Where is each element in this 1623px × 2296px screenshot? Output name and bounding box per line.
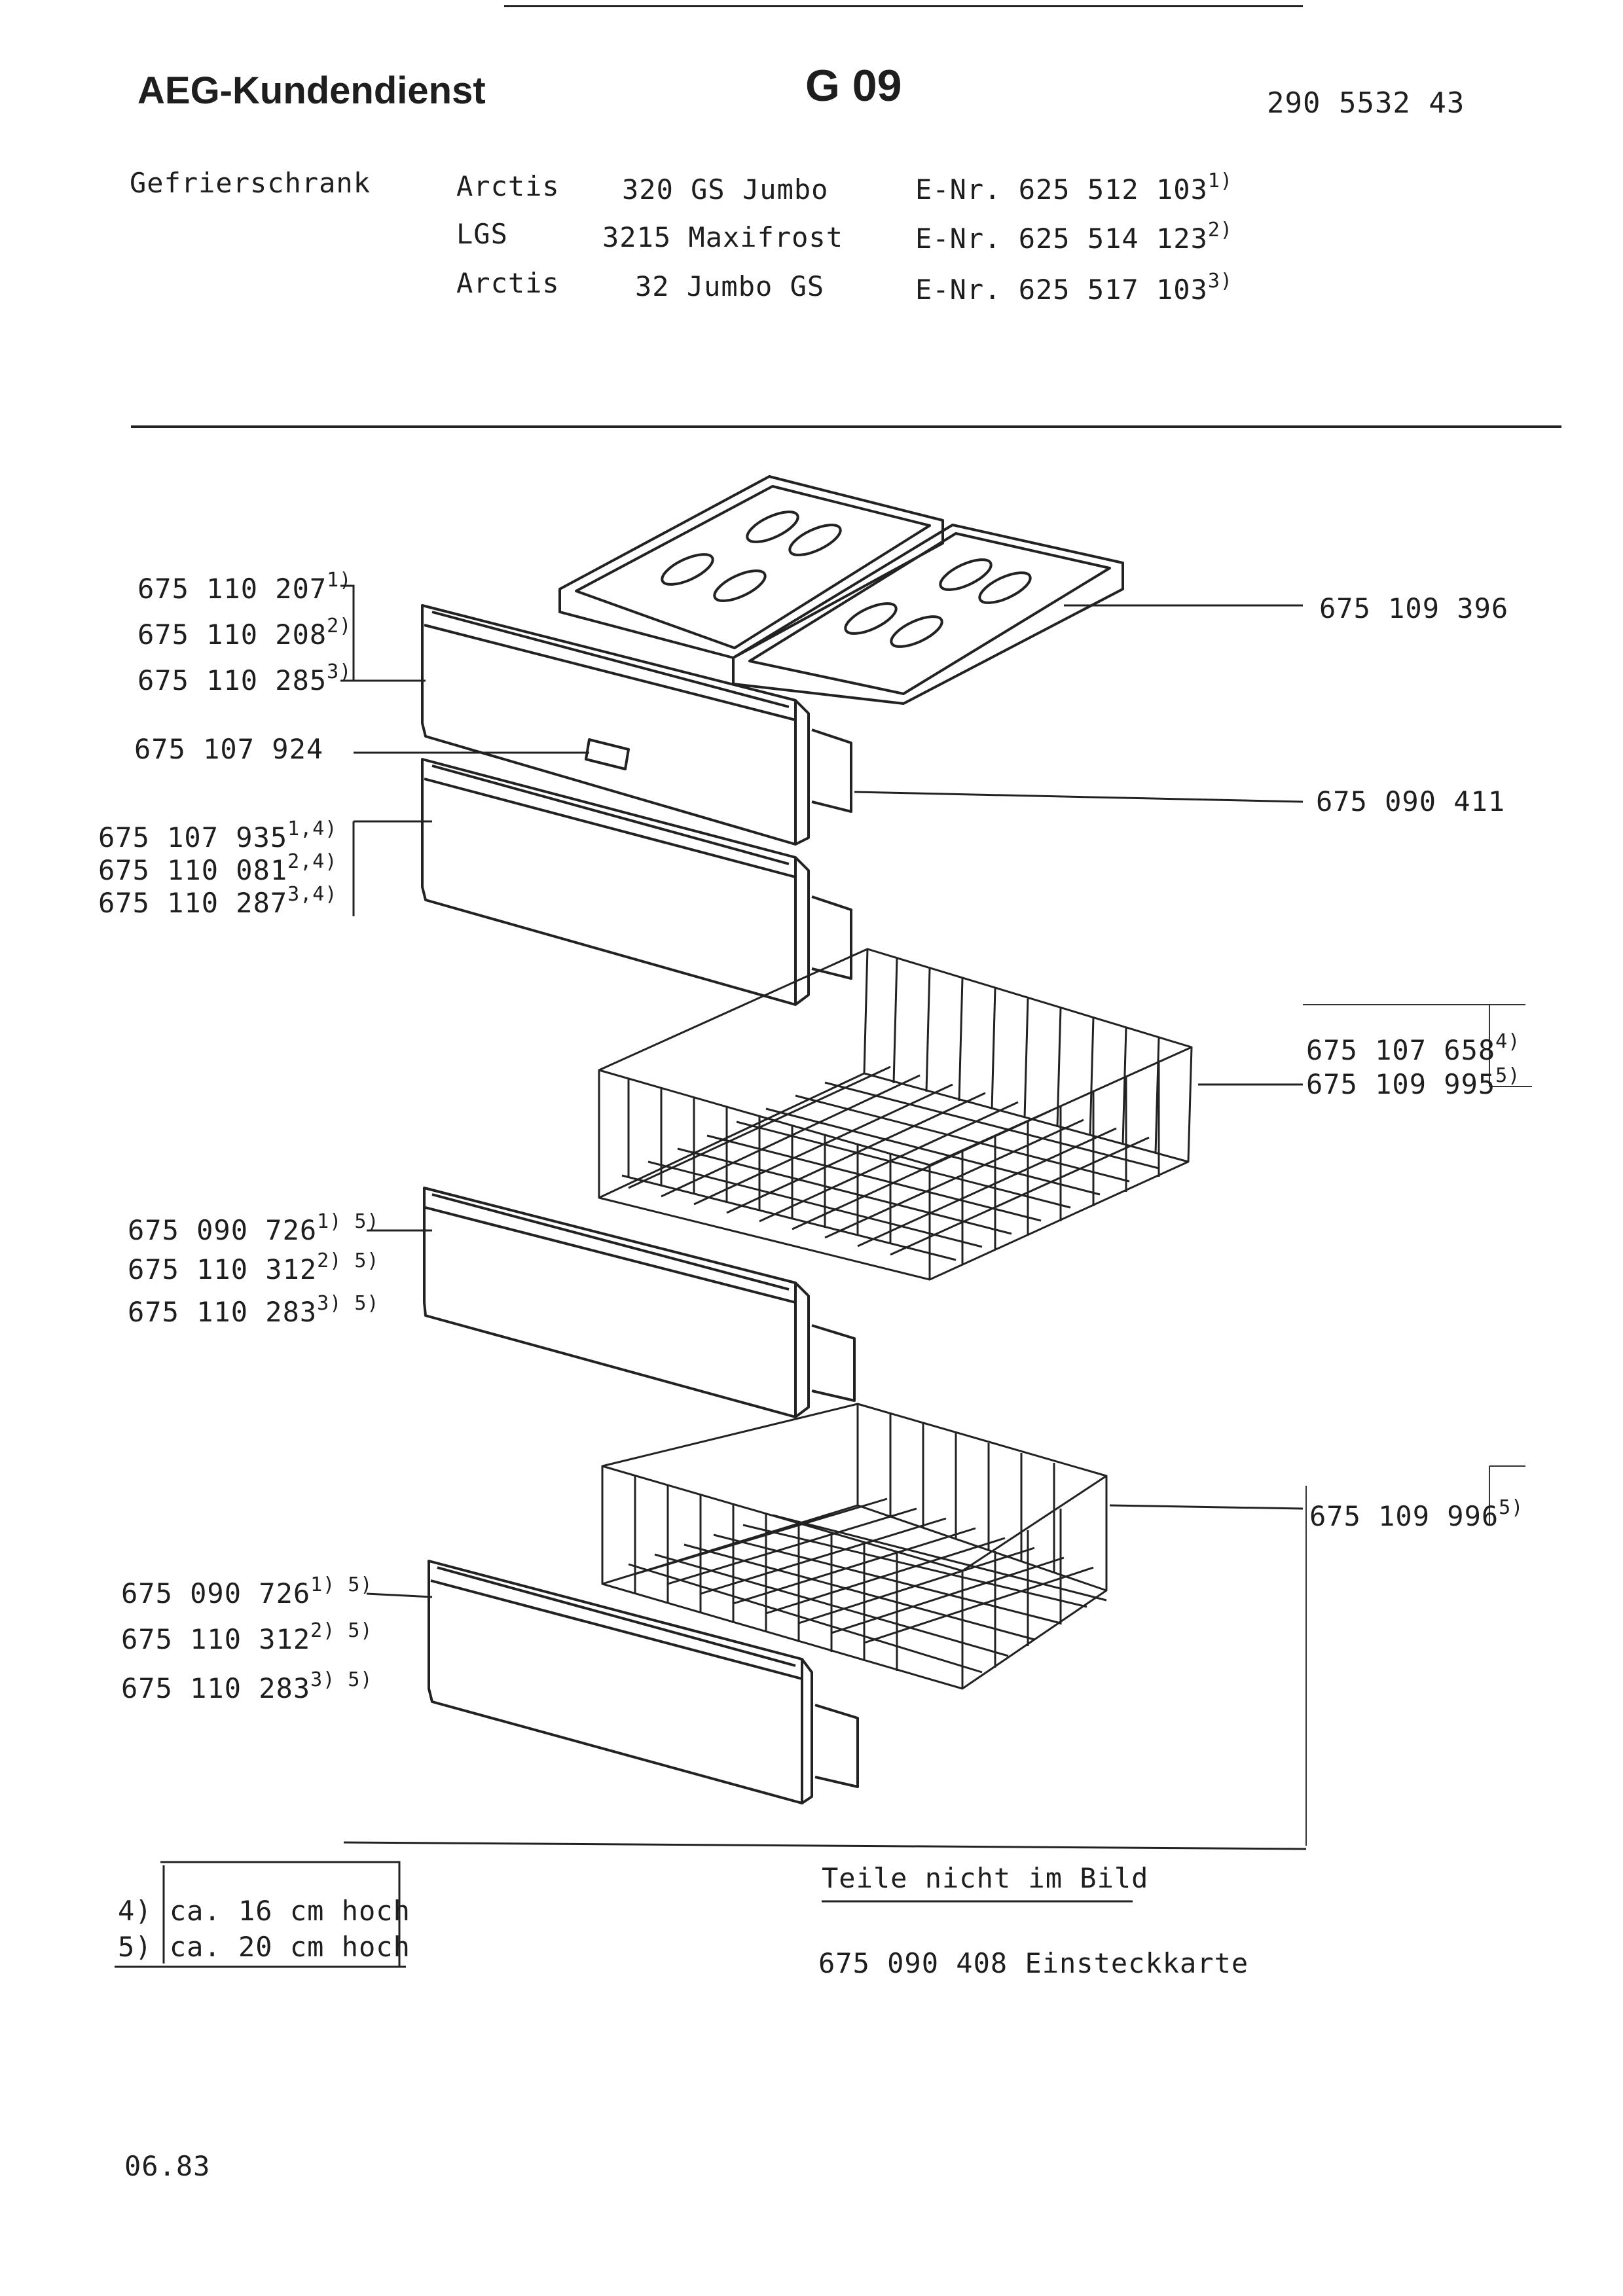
wire-basket-1	[598, 948, 1193, 1281]
part-label: 675 109 9955)	[1306, 1064, 1521, 1101]
part-label: 675 110 3122) 5)	[128, 1249, 380, 1286]
model-enr: E-Nr. 625 514 1232)	[915, 219, 1233, 255]
part-label: 675 110 0812,4)	[98, 850, 338, 887]
freezer-tray-left	[558, 475, 944, 659]
model-brand: LGS	[456, 218, 508, 250]
not-shown-heading: Teile nicht im Bild	[822, 1862, 1149, 1894]
part-label: 675 110 2833) 5)	[121, 1668, 373, 1705]
part-label: 675 107 924	[134, 733, 324, 765]
footnote: 5) ca. 20 cm hoch	[118, 1931, 410, 1963]
part-label: 675 110 2853)	[137, 660, 352, 697]
part-label: 675 090 7261) 5)	[128, 1210, 380, 1247]
part-label: 675 110 2873,4)	[98, 883, 338, 920]
part-label: 675 110 2071)	[137, 569, 352, 605]
part-label: 675 090 411	[1316, 785, 1506, 817]
model-name: 3215 Maxifrost	[602, 221, 844, 253]
front-flap-4	[428, 1560, 859, 1804]
part-label: 675 110 3122) 5)	[121, 1619, 373, 1656]
top-rule	[504, 5, 1303, 7]
model-brand: Arctis	[456, 267, 560, 299]
document-date: 06.83	[124, 2150, 211, 2182]
part-label: 675 110 2833) 5)	[128, 1292, 380, 1329]
wire-basket-2	[601, 1403, 1108, 1690]
model-enr: E-Nr. 625 517 1033)	[915, 270, 1233, 306]
model-brand: Arctis	[456, 170, 560, 202]
group-code: G 09	[805, 61, 902, 111]
model-name: 32 Jumbo GS	[635, 270, 825, 302]
front-flap-2	[421, 758, 852, 1006]
separator-rule	[131, 425, 1561, 428]
document-number: 290 5532 43	[1267, 86, 1465, 120]
part-label: 675 109 396	[1319, 592, 1509, 624]
model-name: 320 GS Jumbo	[622, 173, 829, 206]
part-label: 675 109 9965)	[1309, 1496, 1524, 1533]
appliance-type: Gefrierschrank	[130, 167, 371, 199]
front-flap-1	[421, 604, 852, 846]
part-label: 675 107 9351,4)	[98, 817, 338, 854]
part-label: 675 107 6584)	[1306, 1030, 1521, 1067]
model-enr: E-Nr. 625 512 1031)	[915, 170, 1233, 206]
front-flap-3	[423, 1187, 856, 1418]
part-label: 675 090 7261) 5)	[121, 1573, 373, 1610]
footnote: 4) ca. 16 cm hoch	[118, 1895, 410, 1927]
part-label: 675 110 2082)	[137, 615, 352, 651]
not-shown-item: 675 090 408 Einsteckkarte	[818, 1947, 1249, 1979]
brand-title: AEG-Kundendienst	[137, 69, 486, 112]
